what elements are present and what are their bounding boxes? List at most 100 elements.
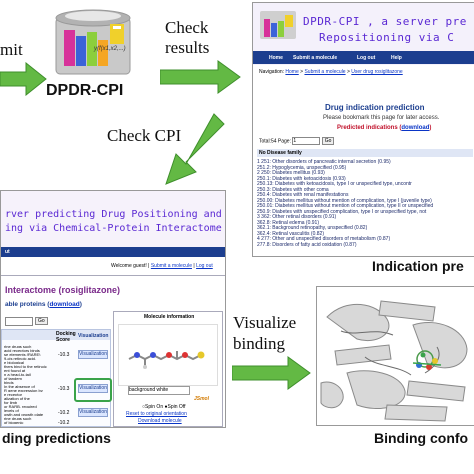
- predicted-suffix: ): [429, 125, 432, 131]
- col-header: No Disease family: [259, 150, 302, 156]
- protein-description-line: binds: [4, 380, 14, 384]
- radio-selected-icon[interactable]: ●: [164, 404, 168, 410]
- indication-row: 250.13: Diabetes with ketoacidosis, type…: [257, 181, 412, 187]
- indication-row: 250.1: Diabetes with ketoacidosis (0.93): [257, 175, 346, 182]
- menu-submit[interactable]: Submit a molecule: [293, 55, 338, 61]
- molecule-viewer[interactable]: [118, 324, 218, 386]
- protein-description-line: owth and growth plate: [4, 412, 44, 416]
- background-select[interactable]: background white: [128, 386, 190, 395]
- protein-description-line: thers bind to the retinoic: [4, 364, 47, 368]
- divider: [1, 275, 225, 276]
- indication-row: 3 362: Other retinal disorders (0.91): [257, 214, 337, 220]
- interactome-title: Interactome (rosiglitazone): [5, 285, 121, 295]
- interactome-go-button[interactable]: Go: [35, 317, 48, 325]
- nav-home-link[interactable]: Home: [285, 69, 299, 75]
- protein-description-line: rine drugs such: [4, 344, 32, 348]
- nav-user-drug-link[interactable]: User drug rosiglitazone: [351, 69, 403, 75]
- visualization-button-1[interactable]: Visualization: [78, 350, 108, 359]
- predicted-indications-label: Predicted indications (download): [337, 125, 431, 131]
- formula-text: y(f(x1,x2,...): [94, 46, 126, 52]
- download-link[interactable]: download: [401, 125, 430, 131]
- reset-orientation-link[interactable]: Reset to original orientation: [126, 411, 187, 417]
- arrow-right-icon: [0, 62, 47, 96]
- visualization-button-3[interactable]: Visualization: [78, 408, 108, 417]
- protein-table: Docking Score Visualization rine drugs s…: [1, 329, 112, 427]
- check-results-line2: results: [165, 38, 210, 57]
- banner-line1: DPDR-CPI , a server pre: [303, 15, 467, 28]
- nav-prefix: Navigation:: [259, 69, 285, 75]
- visualization-button-2[interactable]: Visualization: [78, 384, 108, 393]
- protein-description-line: n a head-to-tail: [4, 372, 31, 376]
- protein-description-line: e receptor: [4, 392, 23, 396]
- binding-caption: Binding confo: [374, 430, 469, 446]
- protein-description-line: ent found at: [4, 368, 26, 372]
- protein-description-line: rine drugs such: [4, 416, 32, 420]
- app-name-label: DPDR-CPI: [46, 82, 124, 99]
- predicted-prefix: Predicted indications (: [337, 125, 402, 131]
- interactome-menu-bar: ut: [1, 247, 225, 257]
- interactome-menu-item[interactable]: ut: [5, 249, 10, 255]
- radio-icon[interactable]: ○: [142, 404, 146, 410]
- page-value: 1: [293, 138, 297, 144]
- indication-title: Drug indication prediction: [325, 103, 425, 112]
- protein-table-header: [2, 330, 110, 340]
- check-cpi-label: Check CPI: [107, 126, 182, 145]
- menu-bar: Home Submit a molecule Log out Help: [253, 51, 474, 64]
- indication-row: 4 277: Other and unspecified disorders o…: [257, 236, 391, 242]
- indication-row: 250.01: Diabetes mellitus without mentio…: [257, 203, 434, 209]
- docking-header: Docking Score: [56, 331, 76, 343]
- menu-home[interactable]: Home: [269, 55, 283, 61]
- page-input[interactable]: 1: [292, 137, 321, 145]
- protein-description-line: alization of the: [4, 396, 30, 400]
- table-suffix: ): [79, 301, 82, 308]
- banner-line2: Repositioning via C: [319, 31, 455, 44]
- indication-row: 277.8: Disorders of fatty acid oxidation…: [257, 241, 357, 248]
- menu-logout[interactable]: Log out: [357, 55, 376, 61]
- total-label: Total:54 Page:: [259, 138, 291, 145]
- molecule-structure-icon: [128, 351, 205, 369]
- protein-description-line: e biological: [4, 360, 25, 364]
- protein-description-line: R gene expression by: [4, 388, 43, 392]
- check-results-line1: Check: [165, 18, 209, 37]
- arrow-right-icon: [160, 60, 241, 94]
- menu-help[interactable]: Help: [391, 55, 402, 61]
- download-molecule-link[interactable]: Download molecule: [138, 418, 182, 424]
- protein-description-line: se elements (RARE): [4, 352, 41, 356]
- vis-header: Visualization: [78, 333, 109, 339]
- submit-molecule-link[interactable]: Submit a molecule: [150, 263, 192, 269]
- page-field[interactable]: [5, 317, 33, 326]
- protein-description-line: levels of: [4, 408, 19, 412]
- visualize-line2: binding: [233, 334, 285, 353]
- molecule-info-box: Molecule information background white JS…: [113, 311, 223, 427]
- protein-ribbon-image: [317, 287, 474, 425]
- table-header: No Disease family: [257, 149, 473, 157]
- interactome-banner-line1: rver predicting Drug Positioning and Dru…: [5, 209, 225, 220]
- molecule-title: Molecule information: [144, 314, 195, 320]
- protein-description-line: of tandem: [4, 376, 22, 380]
- interactome-banner: rver predicting Drug Positioning and Dru…: [1, 191, 225, 247]
- nav-submit-link[interactable]: Submit a molecule: [304, 69, 346, 75]
- arrow-down-left-icon: [165, 113, 225, 185]
- interactome-download-link[interactable]: download: [49, 301, 80, 308]
- go-button[interactable]: Go: [321, 137, 335, 146]
- protein-description-line: or RARB, required: [4, 404, 37, 408]
- spin-controls: ○Spin On ●Spin Off: [142, 404, 186, 410]
- indication-row: 362.8: Retinal edema (0.91): [257, 219, 319, 226]
- score-3: -10.2: [58, 410, 70, 416]
- bookmark-note: Please bookmark this page for later acce…: [323, 115, 440, 121]
- indication-row: 1 251: Other disorders of pancreatic int…: [257, 159, 391, 165]
- logout-link[interactable]: Log out: [196, 263, 213, 269]
- indication-row: 362.1: Background retinopathy, unspecifi…: [257, 225, 368, 231]
- indication-banner: DPDR-CPI , a server pre Repositioning vi…: [253, 3, 474, 65]
- total-pages: Total:54 Page: 1 Go: [259, 137, 335, 146]
- arrow-right-icon: [232, 356, 311, 390]
- protein-description-line: In the absence of: [4, 384, 35, 388]
- indication-row: 250.4: Diabetes with renal manifestation…: [257, 192, 349, 198]
- submit-label: mit: [0, 40, 23, 59]
- database-logo-icon: [55, 9, 131, 75]
- highlight-box: [74, 378, 112, 402]
- interactome-caption: ding predictions: [2, 430, 111, 446]
- spin-off-label: Spin Off: [167, 404, 186, 410]
- dpdr-cpi-logo: y(f(x1,x2,...): [50, 6, 138, 80]
